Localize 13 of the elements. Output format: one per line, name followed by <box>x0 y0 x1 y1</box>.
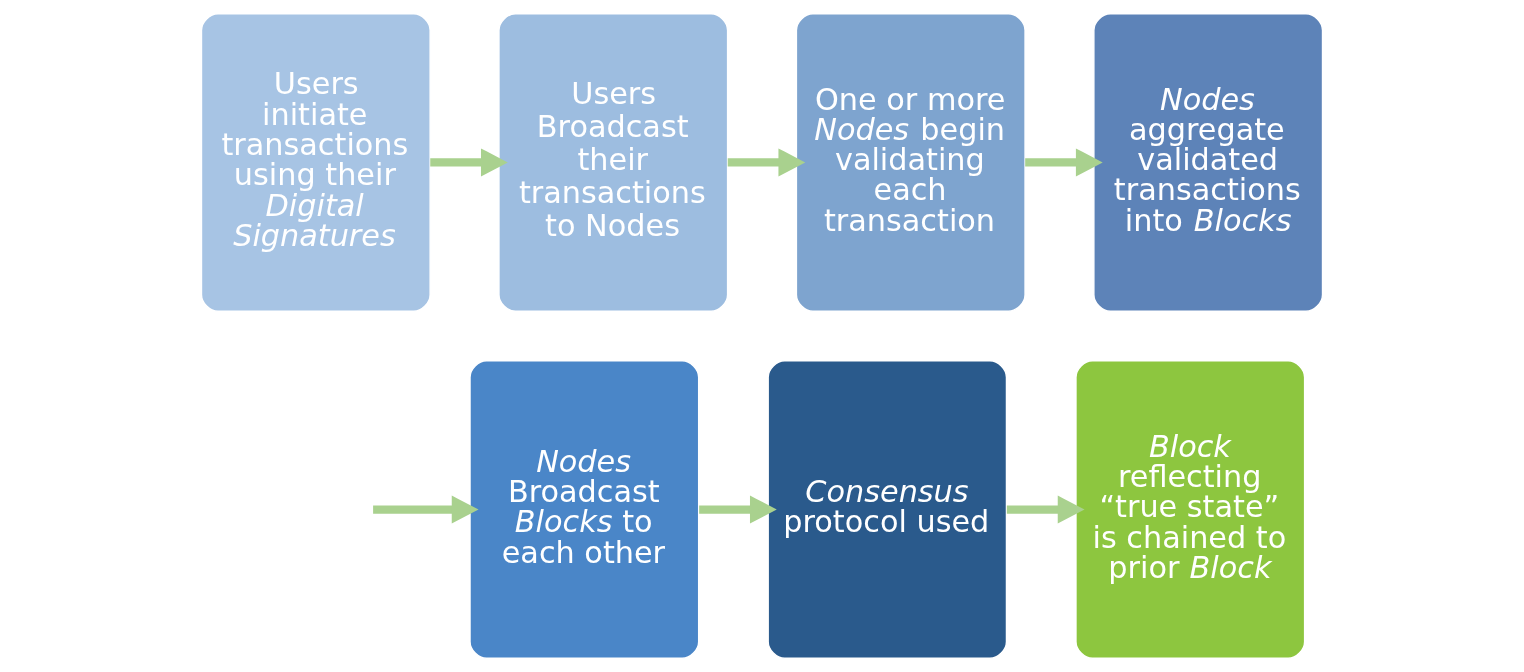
arrow <box>699 495 777 524</box>
arrow <box>727 148 806 177</box>
node-box: Users initiate transactions using their Digital Signatures <box>200 13 431 312</box>
node-box: One or more Nodes begin validating each transaction <box>795 13 1026 312</box>
node-box: Users Broadcast their transactions to Nodes <box>498 13 729 312</box>
arrow <box>373 495 479 524</box>
node-box: Consensus protocol used <box>767 360 1008 659</box>
node-box: Nodes Broadcast Blocks to each other <box>469 360 700 659</box>
node-box: Nodes aggregate validated transactions into Blocks <box>1093 13 1324 312</box>
arrow <box>430 148 508 177</box>
arrow <box>1025 148 1103 177</box>
arrow <box>1006 495 1085 524</box>
node-box: Block reflecting “true state” is chained to prior Block <box>1075 360 1306 659</box>
